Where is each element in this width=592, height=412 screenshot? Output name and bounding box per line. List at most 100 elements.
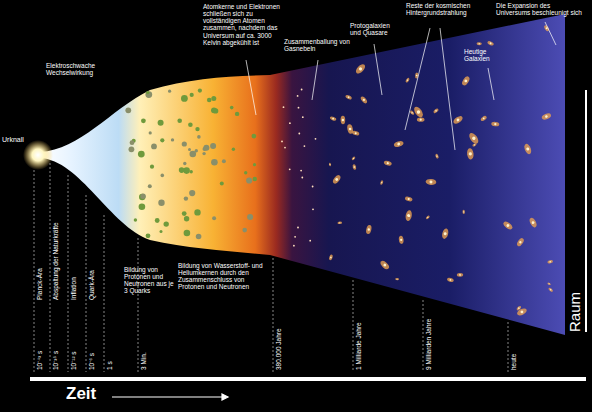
particle <box>202 152 205 155</box>
galaxy-core <box>420 119 422 121</box>
galaxy-core <box>427 217 429 219</box>
particle <box>138 151 145 158</box>
particle <box>244 171 247 174</box>
galaxy-core <box>381 182 383 184</box>
galaxy-disk <box>405 77 410 83</box>
galaxy-disk <box>328 254 333 261</box>
galaxy <box>395 278 399 280</box>
event-note: Heutige Galaxien <box>464 48 510 62</box>
galaxy <box>502 220 514 231</box>
galaxy-disk <box>412 105 424 119</box>
galaxy-core <box>494 123 496 125</box>
galaxy-disk <box>547 260 553 264</box>
time-label: 3 Min. <box>140 352 147 370</box>
galaxy <box>337 221 342 224</box>
particle <box>182 211 187 216</box>
galaxy-core <box>429 180 432 183</box>
galaxy <box>461 75 471 86</box>
gas-cloud-dot <box>304 145 306 147</box>
galaxy-core <box>362 98 365 101</box>
galaxy-core <box>545 115 548 118</box>
galaxy <box>398 235 404 244</box>
galaxy-disk <box>516 237 525 247</box>
galaxy-core <box>329 164 330 165</box>
galaxy-core <box>456 118 460 122</box>
particle <box>195 127 199 131</box>
particle <box>203 145 209 151</box>
gas-cloud-dot <box>301 89 303 91</box>
particle <box>253 163 256 166</box>
leader-lines <box>246 22 556 150</box>
era-label: Planck-Ära <box>36 268 43 300</box>
galaxy-core <box>416 110 421 115</box>
galaxy <box>441 228 449 240</box>
galaxy-core <box>397 142 400 145</box>
galaxy-core <box>342 119 344 121</box>
galaxy <box>462 210 465 214</box>
gas-cloud-dot <box>284 147 286 149</box>
particle <box>145 91 152 98</box>
galaxy <box>352 164 357 170</box>
galaxy-core <box>367 228 370 231</box>
galaxy <box>487 40 494 46</box>
era-label: Elektroschwache Wechselwirkung <box>46 62 104 76</box>
galaxy <box>480 115 488 122</box>
particle <box>134 218 137 221</box>
particle <box>184 230 191 237</box>
galaxy-core <box>459 274 461 276</box>
particle <box>188 148 191 151</box>
galaxy <box>426 179 437 186</box>
galaxy-core <box>531 221 535 225</box>
space-axis <box>585 90 587 332</box>
galaxy-disk <box>352 164 357 170</box>
galaxy-disk <box>360 95 369 104</box>
galaxy <box>393 140 404 148</box>
particle <box>184 216 189 221</box>
galaxy-core <box>407 198 410 201</box>
galaxy-disk <box>395 278 399 280</box>
gas-cloud-dot <box>300 170 302 172</box>
galaxy-disk <box>466 148 474 160</box>
gas-cloud-dot <box>281 141 283 143</box>
galaxy <box>547 260 553 264</box>
galaxy-core <box>416 75 418 77</box>
gas-cloud-dot <box>302 116 304 118</box>
galaxy-disk <box>472 143 477 147</box>
big-bang-glow <box>23 140 53 170</box>
particle <box>252 134 257 139</box>
galaxy-core <box>464 79 468 83</box>
galaxy-core <box>436 155 438 157</box>
galaxy <box>541 112 552 120</box>
galaxy-core <box>354 132 357 135</box>
galaxy <box>328 254 333 261</box>
particle <box>183 167 190 174</box>
galaxy <box>383 160 392 167</box>
era-label: Abspaltung der Naturkräfte <box>52 222 59 300</box>
particle <box>198 89 202 93</box>
galaxy <box>409 110 415 115</box>
gas-cloud-dot <box>312 208 314 210</box>
galaxy <box>516 237 525 247</box>
era-label: Quark-Ära <box>88 270 95 300</box>
particle <box>212 216 216 220</box>
galaxy-core <box>519 241 522 244</box>
galaxy-disk <box>461 75 471 86</box>
time-bar <box>30 377 586 381</box>
galaxy-core <box>548 283 549 284</box>
particle <box>141 118 146 123</box>
galaxy-core <box>353 166 355 168</box>
event-note: Zusammenballung von Gasnebeln <box>284 38 350 52</box>
particle <box>148 184 152 188</box>
time-label: 1 s <box>106 361 113 370</box>
galaxy-core <box>520 310 524 314</box>
event-note: Bildung von Protonen und Neutronen aus j… <box>124 266 178 295</box>
gas-cloud-dot <box>297 95 299 97</box>
galaxy-core <box>407 79 409 81</box>
galaxy <box>523 143 532 155</box>
galaxy <box>404 196 412 202</box>
gas-cloud-dot <box>301 177 303 179</box>
galaxy-disk <box>487 40 494 46</box>
gas-cloud-dot <box>315 138 317 140</box>
galaxy <box>329 116 336 122</box>
galaxy <box>352 130 360 136</box>
